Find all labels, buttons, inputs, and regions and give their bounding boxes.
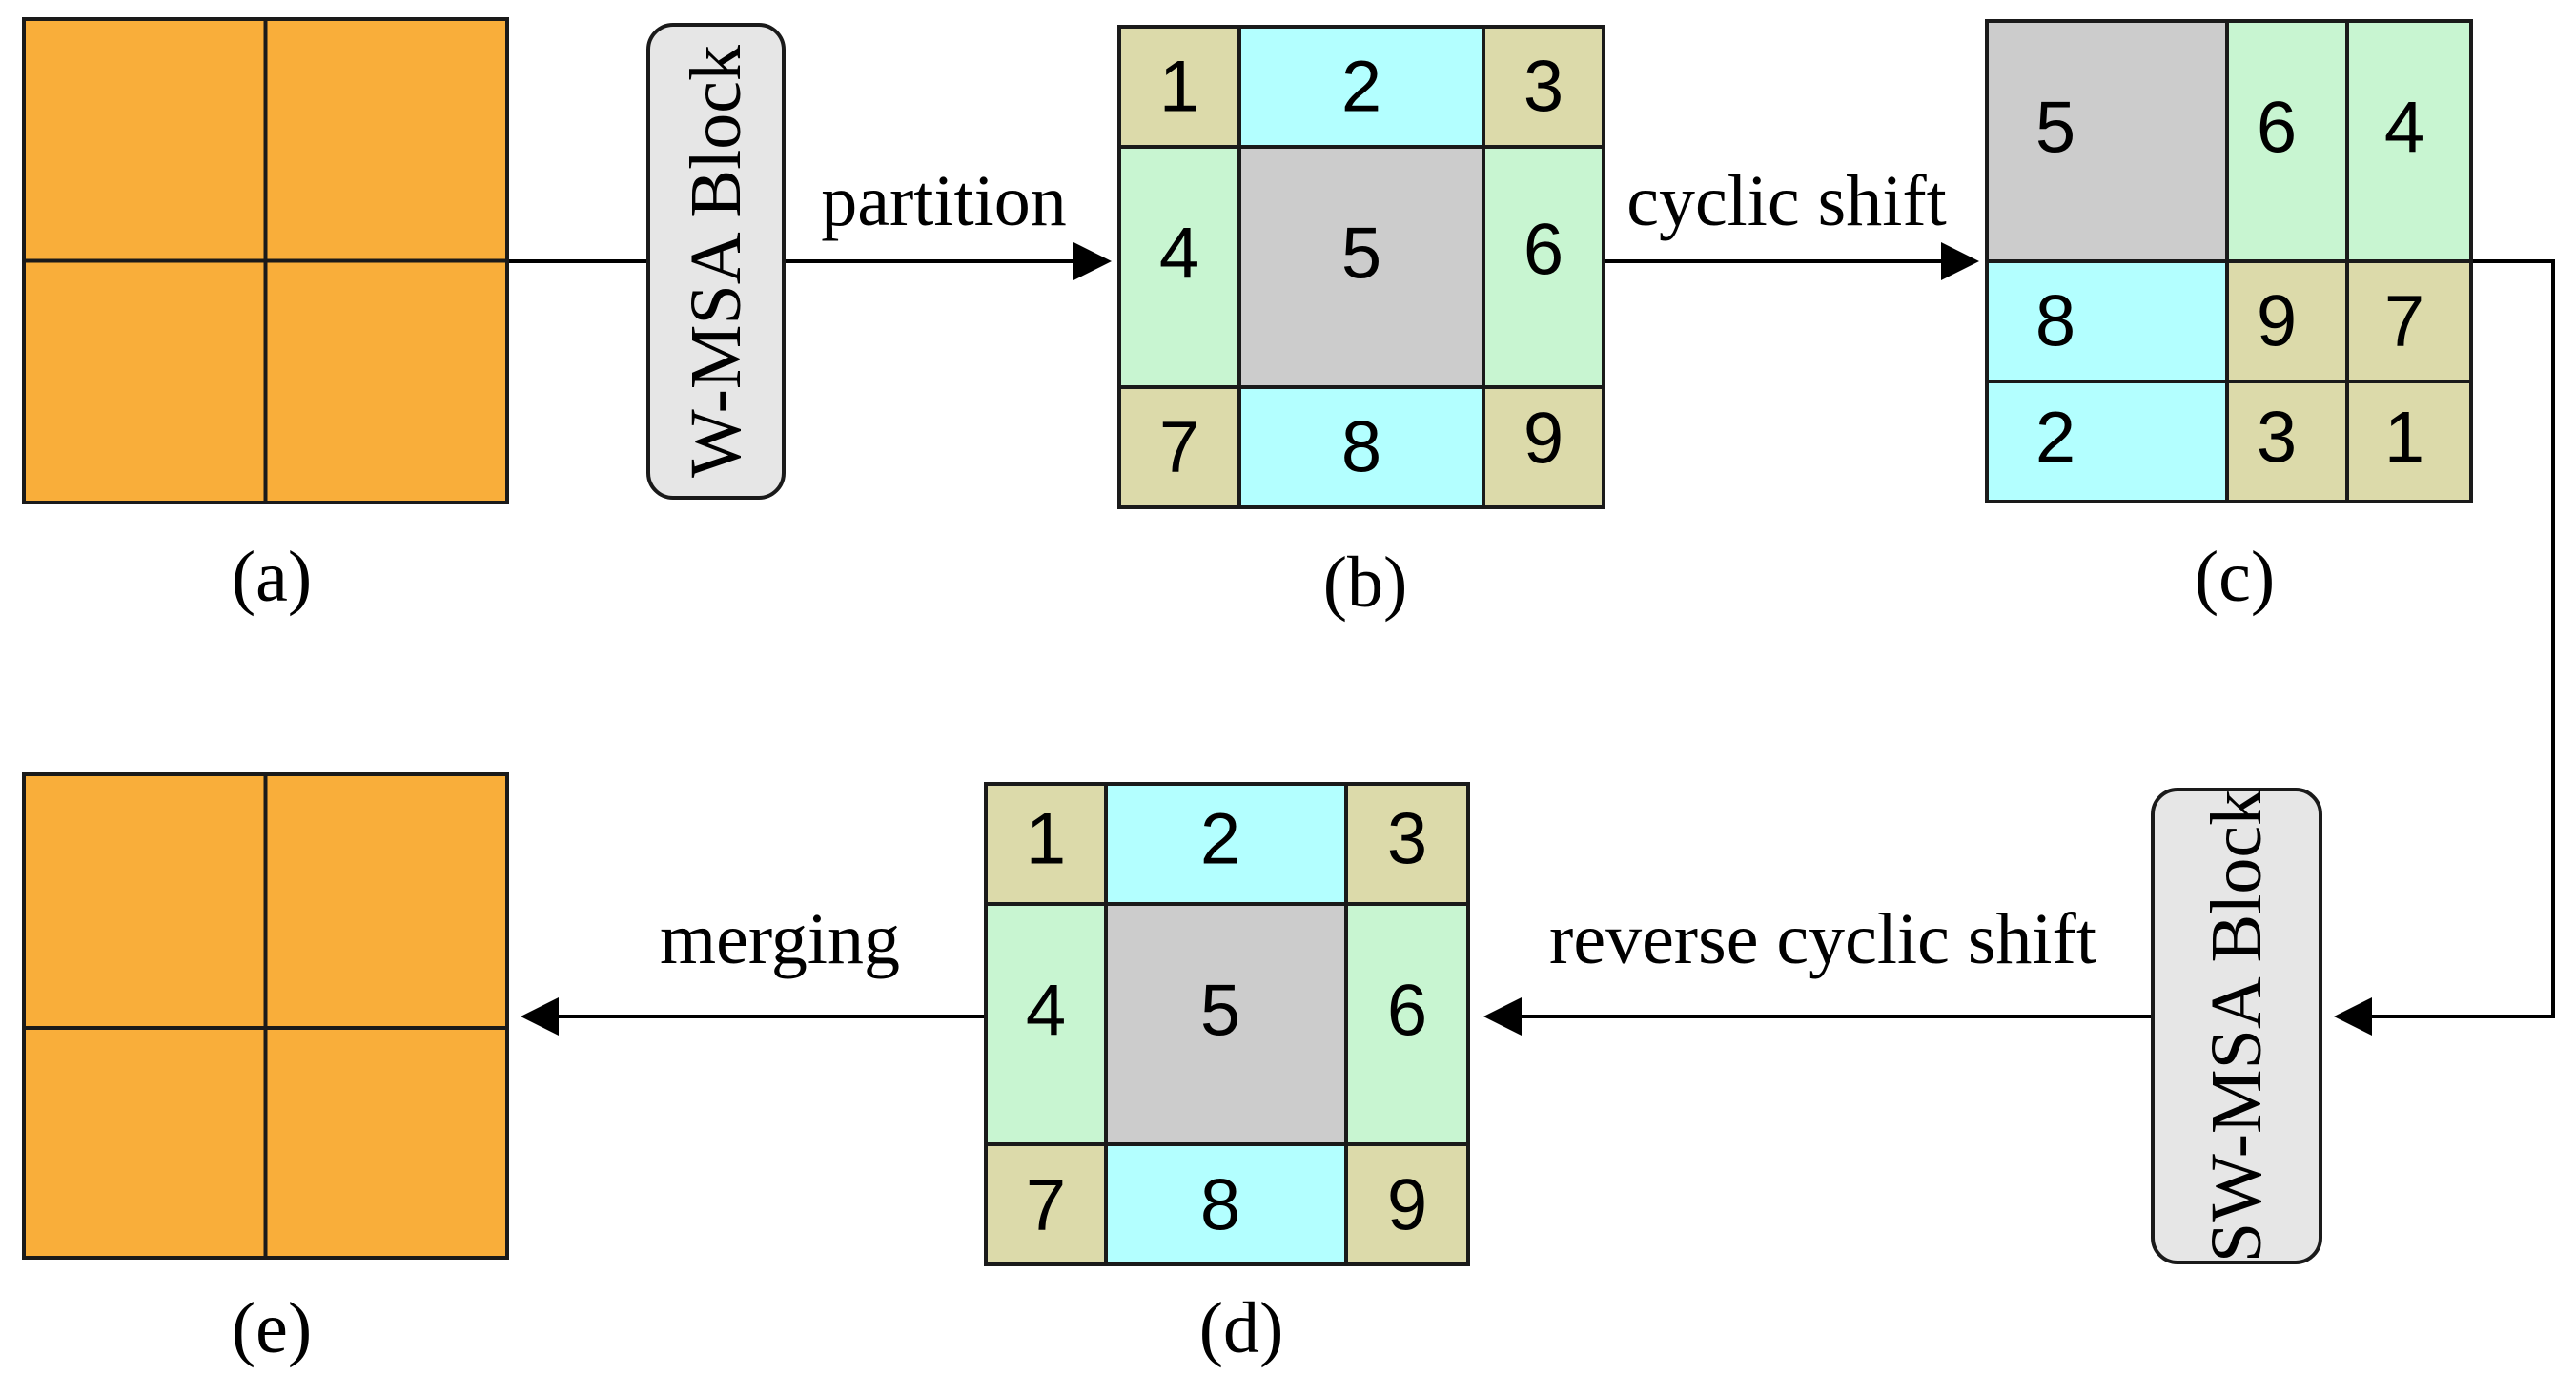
panel-c-caption: (c)	[2195, 537, 2275, 617]
swmsa-block-box	[2151, 788, 2322, 1264]
cell-d-8-label: 8	[1200, 1165, 1240, 1246]
cell-c-8-label: 8	[2035, 281, 2075, 362]
cell-d-9-label: 9	[1387, 1165, 1427, 1246]
panel-e: (e)	[22, 772, 509, 1368]
cell-c-4	[2345, 19, 2473, 263]
cell-b-1	[1117, 25, 1241, 149]
reverse-cyclic-shift-label: reverse cyclic shift	[1549, 899, 2096, 979]
cell-c-8	[1985, 259, 2229, 383]
cell-b-7-label: 7	[1159, 407, 1199, 488]
cell-d-6	[1344, 902, 1470, 1146]
wmsa-block-label: W-MSA Block	[676, 45, 756, 478]
cell-d-6-label: 6	[1387, 971, 1427, 1052]
connectors	[507, 242, 2555, 1036]
cell-b-4	[1117, 145, 1241, 389]
panel-d-caption: (d)	[1199, 1288, 1284, 1368]
cell-b-3	[1482, 25, 1605, 149]
panel-c: 5 6 4 8 9 7 2 3 1 (c)	[1985, 19, 2473, 617]
cell-b-5-label: 5	[1341, 214, 1381, 295]
panel-b-caption: (b)	[1323, 543, 1408, 623]
panel-a-caption: (a)	[232, 537, 312, 617]
merging-label: merging	[660, 899, 900, 979]
cell-b-4-label: 4	[1159, 214, 1199, 295]
wmsa-block-box	[646, 23, 786, 500]
cell-b-2-label: 2	[1341, 47, 1381, 128]
cell-c-2-label: 2	[2035, 398, 2075, 479]
cell-d-1-label: 1	[1026, 799, 1066, 880]
cell-b-3-label: 3	[1523, 47, 1564, 128]
cell-c-7-label: 7	[2384, 281, 2424, 362]
cell-b-8	[1237, 385, 1485, 509]
cell-d-3-label: 3	[1387, 799, 1427, 880]
cell-b-8-label: 8	[1341, 407, 1381, 488]
cell-b-1-label: 1	[1159, 47, 1199, 128]
cell-d-5	[1104, 902, 1348, 1146]
cell-d-4-label: 4	[1026, 971, 1066, 1052]
cell-d-9	[1344, 1142, 1470, 1266]
cell-c-9	[2225, 259, 2349, 383]
panel-d: 1 2 3 4 5 6 7 8 9 (d)	[984, 782, 1470, 1368]
swmsa-block: SW-MSA Block	[2151, 788, 2322, 1264]
panel-e-caption: (e)	[232, 1288, 312, 1368]
cyclic-shift-label: cyclic shift	[1626, 161, 1947, 241]
cell-c-5-label: 5	[2035, 88, 2075, 169]
panel-b: 1 2 3 4 5 6 7 8 9 (b)	[1117, 25, 1605, 623]
cell-d-7	[984, 1142, 1108, 1266]
cell-c-4-label: 4	[2384, 88, 2424, 169]
cell-c-6	[2225, 19, 2349, 263]
partition-label: partition	[821, 161, 1067, 241]
wmsa-block: W-MSA Block	[646, 23, 786, 500]
cell-d-8	[1104, 1142, 1348, 1266]
cell-c-3	[2225, 380, 2349, 503]
cell-d-5-label: 5	[1200, 971, 1240, 1052]
cell-c-1-label: 1	[2384, 398, 2424, 479]
cell-c-7	[2345, 259, 2473, 383]
cell-c-6-label: 6	[2257, 88, 2297, 169]
cell-c-3-label: 3	[2257, 398, 2297, 479]
cell-b-9	[1482, 385, 1605, 509]
cell-b-9-label: 9	[1523, 399, 1564, 480]
cell-b-5	[1237, 145, 1485, 389]
cell-c-5	[1985, 19, 2229, 263]
cell-b-6	[1482, 145, 1605, 389]
cell-d-2-label: 2	[1200, 799, 1240, 880]
cell-b-6-label: 6	[1523, 210, 1564, 291]
cell-c-2	[1985, 380, 2229, 503]
swmsa-block-label: SW-MSA Block	[2197, 790, 2277, 1262]
cell-c-9-label: 9	[2257, 281, 2297, 362]
cell-c-1	[2345, 380, 2473, 503]
arrow-c-to-swmsa	[2334, 259, 2555, 1036]
cell-d-7-label: 7	[1026, 1165, 1066, 1246]
panel-a: (a)	[22, 17, 509, 617]
